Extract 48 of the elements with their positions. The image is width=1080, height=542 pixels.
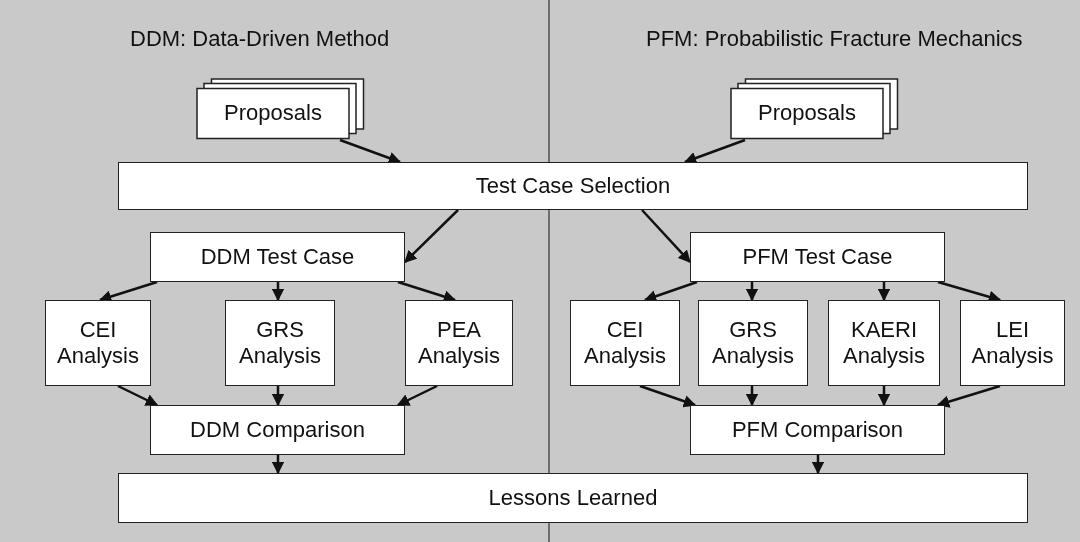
node-text: DDM Test Case xyxy=(200,243,355,271)
node-text: PFM Test Case xyxy=(742,243,893,271)
node-text: Lessons Learned xyxy=(488,484,658,512)
arrow xyxy=(811,455,825,475)
process-box xyxy=(828,300,940,386)
node-text: CEI Analysis xyxy=(583,316,667,370)
node-text: KAERI Analysis xyxy=(842,316,926,370)
arrow xyxy=(117,384,159,407)
arrow xyxy=(641,209,691,263)
process-box xyxy=(118,473,1028,523)
node-text: Proposals xyxy=(223,98,323,127)
arrow xyxy=(877,386,891,407)
process-box xyxy=(225,300,335,386)
arrow xyxy=(683,138,746,164)
arrow xyxy=(396,384,438,407)
arrow xyxy=(339,138,402,164)
process-box xyxy=(150,232,405,282)
arrow xyxy=(877,282,891,302)
node-text: CEI Analysis xyxy=(56,316,140,370)
arrow xyxy=(271,386,285,407)
section-title: DDM: Data-Driven Method xyxy=(130,26,390,52)
process-box xyxy=(150,405,405,455)
arrow xyxy=(271,455,285,475)
node-text: PEA Analysis xyxy=(417,316,501,370)
process-box xyxy=(698,300,808,386)
node-text: LEI Analysis xyxy=(970,316,1055,370)
section-title: PFM: Probabilistic Fracture Mechanics xyxy=(646,26,1023,52)
arrow xyxy=(404,209,459,263)
arrow xyxy=(271,282,285,302)
arrow xyxy=(745,282,759,302)
arrow xyxy=(936,384,1001,408)
node-text: GRS Analysis xyxy=(711,316,795,370)
node-text: PFM Comparison xyxy=(731,416,904,444)
process-box xyxy=(405,300,513,386)
process-box xyxy=(45,300,151,386)
process-box xyxy=(690,405,945,455)
process-box xyxy=(118,162,1028,210)
arrow xyxy=(745,386,759,407)
node-text: DDM Comparison xyxy=(190,416,365,444)
arrow xyxy=(639,384,697,408)
document-stack xyxy=(730,78,900,140)
process-box xyxy=(960,300,1065,386)
process-box xyxy=(570,300,680,386)
node-text: Test Case Selection xyxy=(475,172,671,200)
node-text: GRS Analysis xyxy=(238,316,322,370)
node-text: Proposals xyxy=(757,98,857,127)
document-stack xyxy=(196,78,366,140)
process-box xyxy=(690,232,945,282)
